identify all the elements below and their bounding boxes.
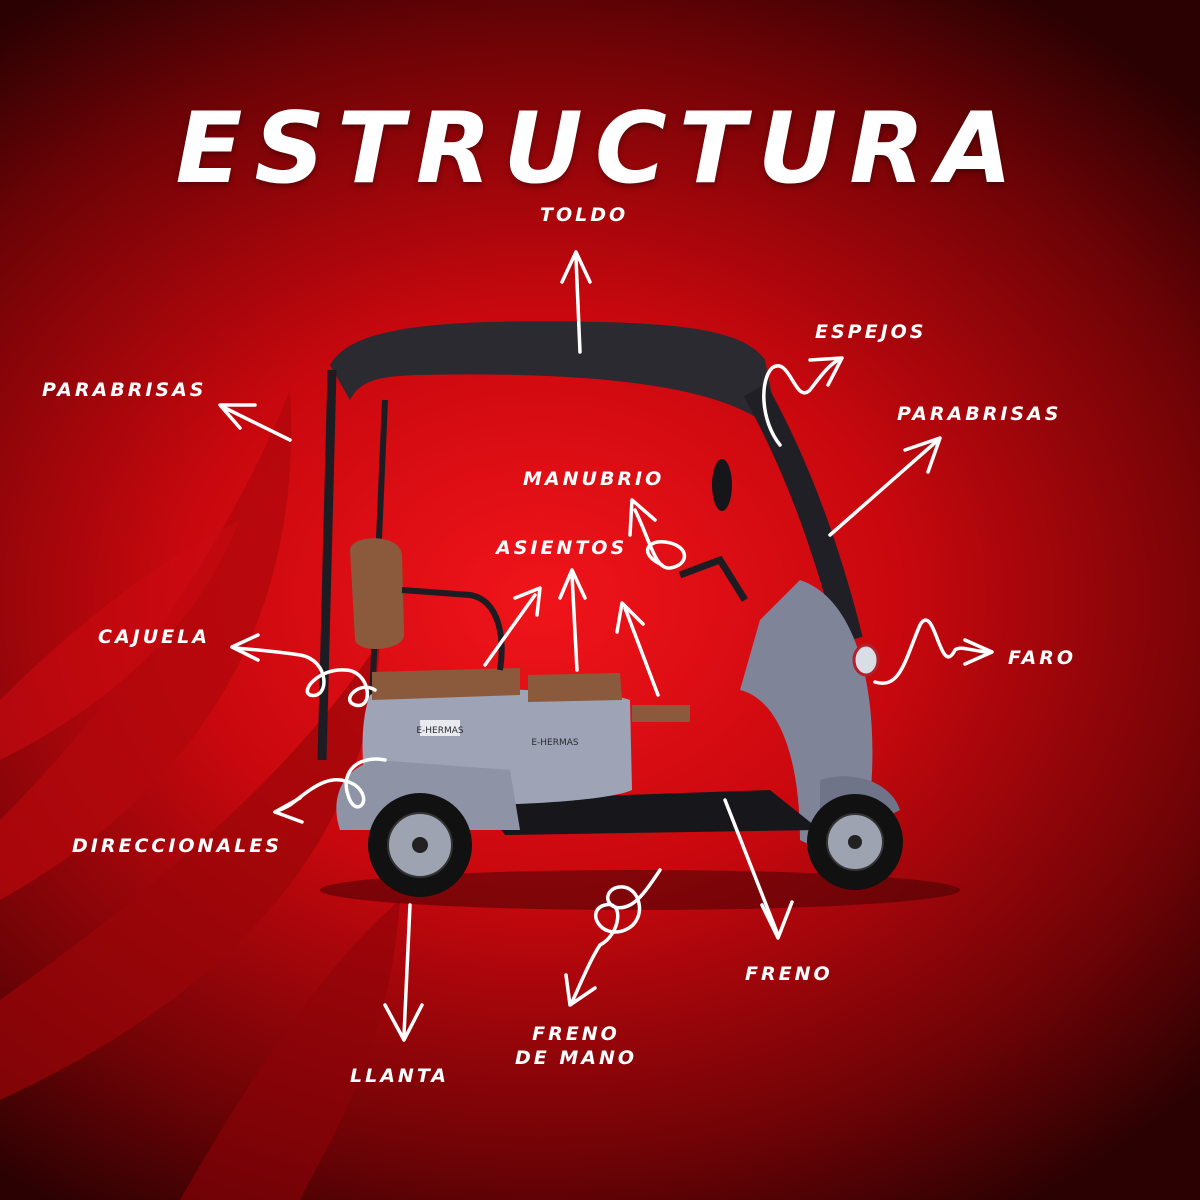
label-faro: FARO [1008, 647, 1077, 669]
label-asientos: ASIENTOS [496, 537, 628, 559]
label-llanta: LLANTA [350, 1065, 450, 1087]
label-freno: FRENO [745, 963, 833, 985]
arrow-manubrio [633, 508, 687, 570]
roof [330, 321, 775, 420]
label-parabrisas-left: PARABRISAS [42, 379, 207, 401]
arrow-asiento-3 [623, 606, 660, 697]
label-parabrisas-right: PARABRISAS [897, 403, 1062, 425]
arrow-llanta [402, 903, 412, 1037]
arrow-parabrisas-left [223, 406, 292, 442]
arrow-asiento-2 [570, 573, 579, 672]
front-seat [632, 705, 690, 722]
label-freno-de-mano: FRENO DE MANO [506, 1022, 646, 1070]
arrow-cajuela [233, 646, 377, 707]
arrow-espejos [762, 358, 840, 447]
label-espejos: ESPEJOS [815, 321, 927, 343]
handlebar [678, 555, 748, 602]
arrow-asiento-1 [483, 593, 537, 667]
headlight [852, 643, 880, 677]
arrow-parabrisas-right [828, 438, 940, 537]
svg-text:E-HERMAS: E-HERMAS [416, 726, 464, 736]
page-title: ESTRUCTURA [175, 92, 1025, 206]
svg-text:E-HERMAS: E-HERMAS [531, 738, 579, 748]
arrow-freno-de-mano [570, 868, 662, 1004]
label-freno-de-mano-line1: FRENO [532, 1023, 620, 1045]
rear-seat [372, 668, 520, 700]
label-direccionales: DIRECCIONALES [72, 835, 282, 857]
backrest [350, 538, 404, 650]
mirror [712, 459, 732, 511]
arrow-freno [723, 798, 780, 937]
label-cajuela: CAJUELA [98, 626, 210, 648]
middle-seat [528, 673, 622, 702]
label-toldo: TOLDO [540, 204, 629, 226]
label-freno-de-mano-line2: DE MANO [514, 1047, 638, 1069]
label-manubrio: MANUBRIO [523, 468, 665, 490]
arrow-faro [873, 618, 992, 686]
arrow-toldo [574, 256, 582, 354]
